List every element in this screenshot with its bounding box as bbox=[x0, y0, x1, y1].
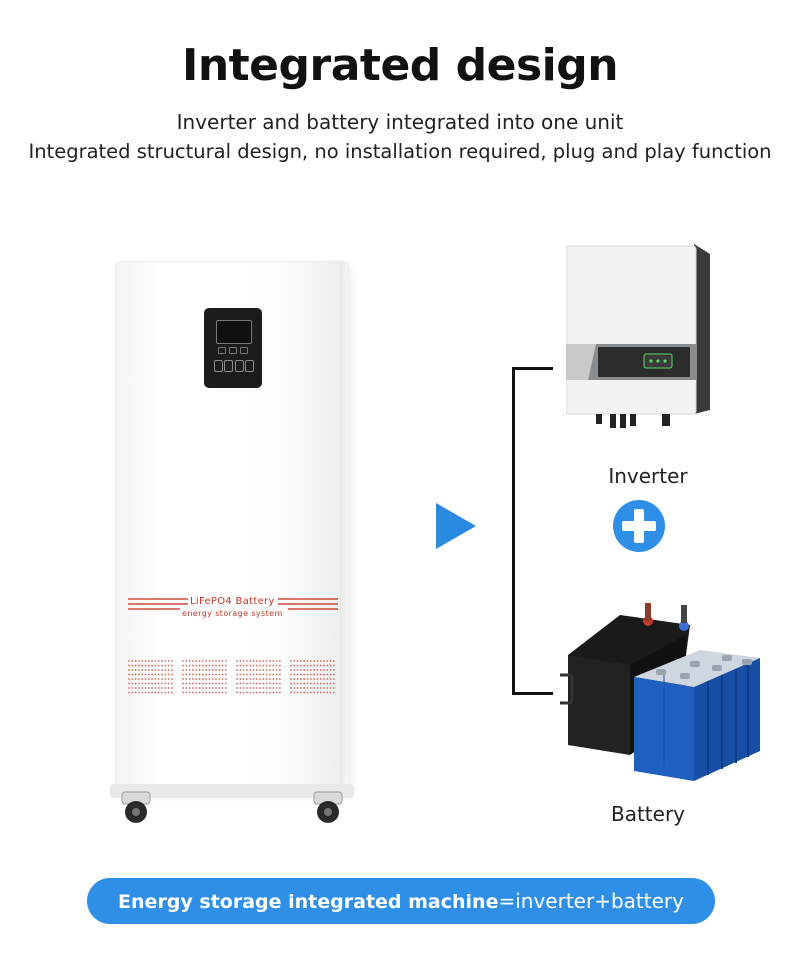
formula-rest-text: =inverter+battery bbox=[498, 889, 684, 913]
cabinet-label-line2: energy storage system bbox=[182, 609, 283, 618]
bracket-connector bbox=[512, 367, 553, 695]
battery-image bbox=[560, 603, 760, 781]
cabinet-side-panel bbox=[340, 262, 348, 792]
wheel-icon bbox=[121, 791, 151, 823]
formula-bold-text: Energy storage integrated machine bbox=[118, 891, 499, 913]
subtitle-line-2: Integrated structural design, no install… bbox=[28, 140, 772, 163]
wheel-icon bbox=[313, 791, 343, 823]
plus-circle-icon bbox=[613, 500, 665, 552]
ventilation-grille bbox=[128, 660, 335, 694]
play-arrow-icon bbox=[436, 503, 476, 549]
inverter-label: Inverter bbox=[608, 464, 688, 488]
cabinet-label-stripes bbox=[128, 598, 338, 610]
control-display-panel bbox=[204, 308, 262, 388]
cabinet-base bbox=[110, 784, 354, 798]
inverter-image bbox=[566, 244, 710, 428]
page-title: Integrated design bbox=[181, 40, 619, 91]
subtitle-line-1: Inverter and battery integrated into one… bbox=[176, 110, 624, 134]
cabinet-label-line1: LiFePO4 Battery bbox=[190, 596, 275, 607]
indicator-leds bbox=[218, 347, 248, 355]
lcd-screen bbox=[216, 320, 252, 344]
energy-storage-cabinet: LiFePO4 Battery energy storage system bbox=[110, 262, 354, 823]
battery-label: Battery bbox=[610, 802, 686, 826]
formula-banner: Energy storage integrated machine=invert… bbox=[87, 878, 715, 924]
control-buttons bbox=[214, 360, 254, 372]
